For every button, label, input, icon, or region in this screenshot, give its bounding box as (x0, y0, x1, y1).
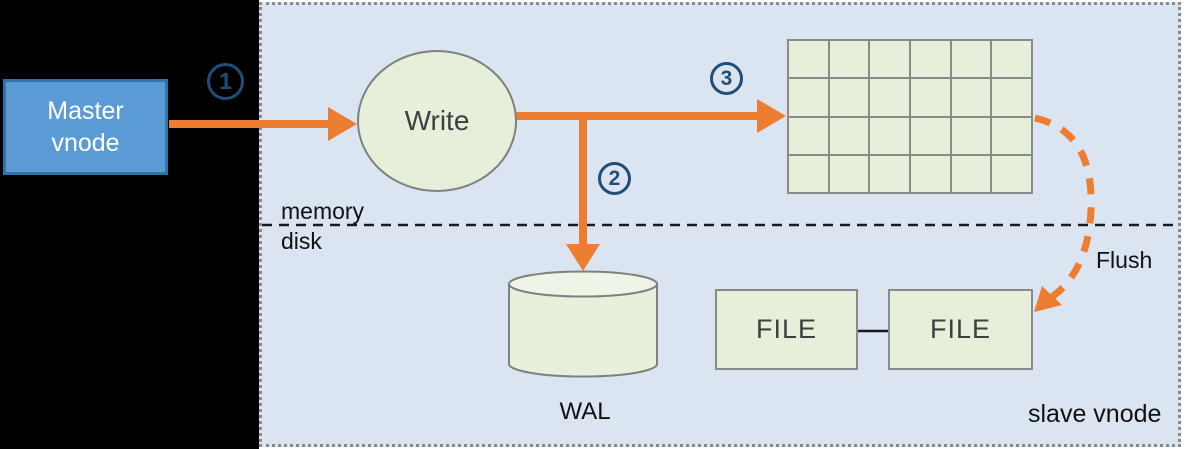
master-vnode-node: Master vnode (3, 79, 168, 175)
memory-label: memory (281, 198, 365, 224)
memory-table-cell (829, 117, 869, 154)
slave-vnode-label: slave vnode (1028, 400, 1162, 428)
memory-table-cell (789, 117, 828, 154)
memory-table-cell (870, 117, 909, 154)
memory-table-cell (911, 79, 950, 116)
memory-table-cell (992, 79, 1031, 116)
master-vnode-label-line1: Master (47, 96, 124, 125)
memory-table-cell (951, 79, 991, 116)
memory-table-cell (870, 41, 909, 78)
master-vnode-label-line2: vnode (51, 129, 120, 157)
memory-table-cell (951, 41, 991, 78)
memory-table-cell (911, 117, 950, 154)
memory-table-cell (992, 155, 1031, 192)
memory-table-cell (951, 117, 991, 154)
file-node-left: FILE (715, 289, 858, 370)
memory-table-cell (789, 155, 828, 192)
memory-table-cell (911, 41, 950, 78)
step-badge-1: 1 (207, 63, 244, 100)
memory-table-cell (951, 155, 991, 192)
write-node-label: Write (404, 105, 470, 136)
step-badge-3: 3 (710, 62, 743, 95)
memory-table-cell (829, 155, 869, 192)
memory-table-cell (829, 41, 869, 78)
step-badge-2: 2 (598, 162, 631, 195)
memory-table-cell (992, 117, 1031, 154)
step-badge-1-number: 1 (219, 68, 232, 94)
wal-label: WAL (559, 398, 611, 425)
memory-table (787, 39, 1033, 194)
file-node-right-label: FILE (929, 314, 992, 344)
memory-table-cell (870, 155, 909, 192)
memory-table-cell (992, 41, 1031, 78)
file-node-right: FILE (888, 289, 1033, 370)
write-node: Write (357, 50, 517, 192)
file-node-left-label: FILE (755, 314, 818, 344)
memory-table-cell (789, 79, 828, 116)
memory-table-cell (911, 155, 950, 192)
flush-label: Flush (1096, 247, 1153, 273)
memory-table-cell (870, 79, 909, 116)
memory-table-cell (789, 41, 828, 78)
disk-label: disk (281, 228, 322, 254)
step-badge-3-number: 3 (720, 66, 733, 90)
memory-table-cell (829, 79, 869, 116)
step-badge-2-number: 2 (608, 166, 621, 190)
